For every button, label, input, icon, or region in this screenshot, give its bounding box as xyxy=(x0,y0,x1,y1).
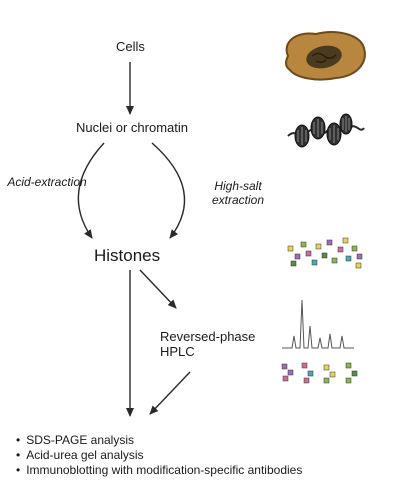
histone-mix-icon xyxy=(287,237,363,269)
arrow-acid-extraction xyxy=(77,142,105,239)
histone-fractions-icon xyxy=(281,362,358,384)
node-nuclei-or-chromatin: Nuclei or chromatin xyxy=(76,120,188,135)
analysis-item: Immunoblotting with modification-specifi… xyxy=(16,463,302,478)
node-reversed-phase-hplc: Reversed-phase HPLC xyxy=(160,329,256,359)
arrow-histones-to-hplc xyxy=(139,269,177,309)
cell-icon xyxy=(285,31,366,81)
method-high-salt-extraction: High-salt extraction xyxy=(211,179,265,207)
analysis-item: Acid-urea gel analysis xyxy=(16,448,302,463)
chromatin-icon xyxy=(287,113,365,148)
arrow-high-salt-extraction xyxy=(151,142,186,239)
node-histones: Histones xyxy=(94,246,161,265)
method-acid-extraction: Acid-extraction xyxy=(7,175,87,189)
hplc-trace-icon xyxy=(282,299,354,349)
node-cells: Cells xyxy=(116,39,145,54)
arrow-hplc-to-analysis xyxy=(149,371,191,415)
analysis-method-list: SDS-PAGE analysis Acid-urea gel analysis… xyxy=(16,433,302,478)
analysis-item: SDS-PAGE analysis xyxy=(16,433,302,448)
